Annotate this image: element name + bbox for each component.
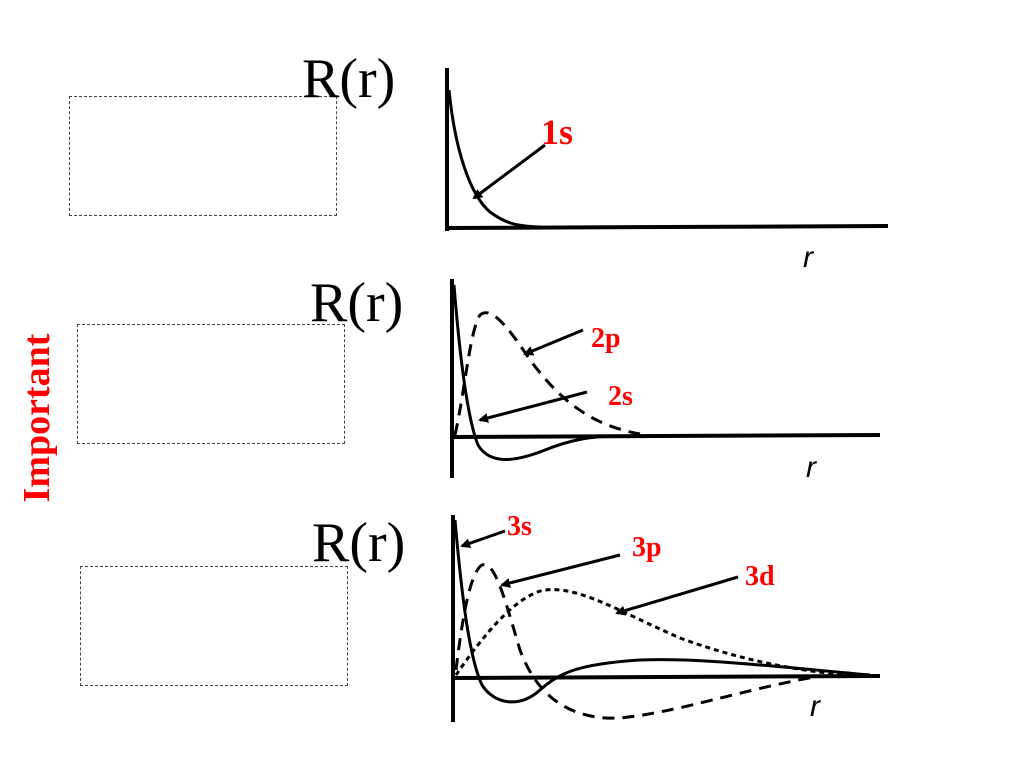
panel-1s: R(r) r 1s — [302, 48, 889, 274]
label-3s: 3s — [507, 511, 532, 542]
arrow-1s — [472, 143, 546, 200]
label-2p: 2p — [591, 323, 621, 354]
arrow-3d — [615, 575, 739, 616]
panel-2-y-label: R(r) — [310, 272, 403, 334]
arrow-2s — [478, 390, 588, 423]
panel-1-y-label: R(r) — [302, 48, 395, 110]
label-3d: 3d — [745, 561, 775, 592]
panel-2: R(r) r 2p 2s — [310, 272, 881, 484]
arrow-3s — [460, 529, 506, 549]
panel-3-x-label: r — [810, 690, 821, 723]
answer-box-2[interactable] — [77, 324, 345, 444]
panel-2-x-label: r — [806, 451, 817, 484]
arrow-2p — [523, 328, 584, 356]
curve-1s — [447, 89, 541, 229]
answer-box-1[interactable] — [69, 96, 337, 216]
panel-3-x-axis — [452, 674, 881, 680]
arrow-3p — [500, 553, 621, 588]
curve-2p — [453, 311, 641, 436]
label-2s: 2s — [608, 381, 633, 412]
curve-3d — [454, 588, 861, 678]
curve-2s — [452, 284, 621, 461]
panel-2-x-axis — [451, 433, 881, 439]
panel-1-x-axis — [446, 224, 889, 230]
label-3p: 3p — [632, 532, 662, 563]
panel-3-y-label: R(r) — [312, 512, 405, 574]
panel-3: R(r) r 3s 3p 3d — [312, 511, 881, 723]
panel-1-x-label: r — [803, 241, 814, 274]
answer-box-3[interactable] — [80, 566, 348, 686]
curve-3s — [453, 519, 871, 704]
label-1s: 1s — [541, 112, 573, 152]
curve-3p — [454, 563, 821, 720]
